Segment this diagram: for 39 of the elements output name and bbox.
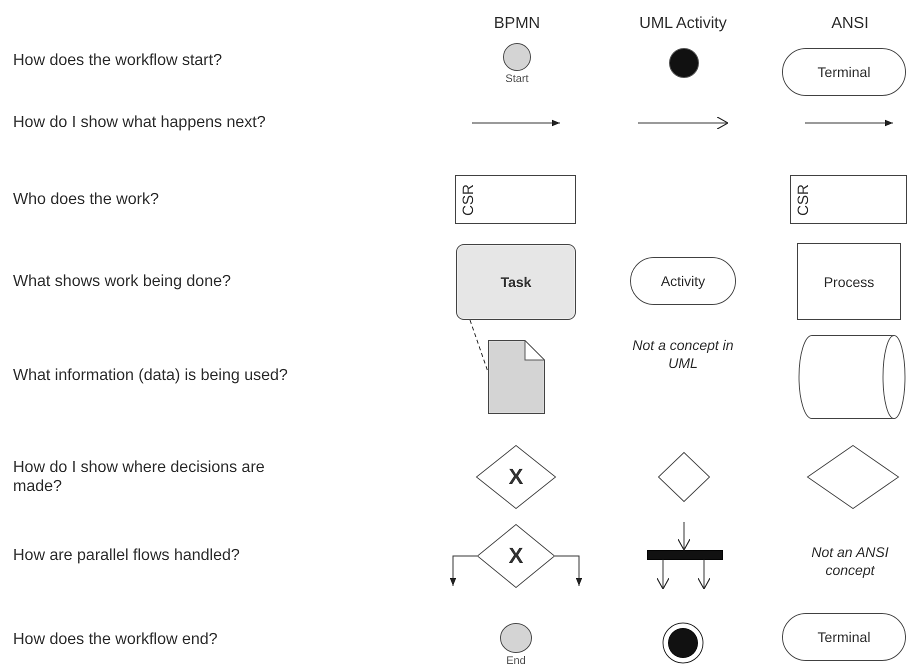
arrow [450, 556, 478, 586]
arrow [697, 560, 711, 590]
association-line [470, 320, 488, 372]
question-text: How does the workflow start? [13, 51, 222, 70]
note-text: Not an ANSI concept [810, 543, 890, 579]
terminal-shape [630, 257, 736, 305]
task-box [456, 244, 576, 320]
question-text: What shows work being done? [13, 272, 231, 291]
shape-label: Terminal [818, 629, 870, 645]
shape-label: Terminal [818, 64, 870, 80]
swimlane [790, 175, 907, 224]
gateway-diamond [477, 524, 555, 588]
column-heading: UML Activity [639, 14, 727, 33]
caption-text: End [506, 655, 526, 667]
gateway-marker: X [508, 543, 524, 569]
column-heading: BPMN [494, 14, 540, 33]
terminal-shape [782, 613, 906, 661]
note-text: Not a concept in UML [631, 336, 735, 372]
arrow [554, 556, 582, 586]
caption-text: Start [505, 73, 529, 85]
question-text: How does the workflow end? [13, 630, 218, 649]
lane-label: CSR [795, 184, 812, 216]
lane-label: CSR [460, 184, 477, 216]
column-heading: ANSI [831, 14, 869, 33]
shape-label: Process [824, 274, 874, 290]
arrow [656, 560, 670, 590]
swimlane [455, 175, 576, 224]
shape-label: Task [500, 274, 532, 290]
question-text: Who does the work? [13, 190, 159, 209]
process-box [797, 243, 901, 320]
question-text: How are parallel flows handled? [13, 546, 240, 565]
question-text: What information (data) is being used? [13, 366, 288, 385]
arrow [677, 522, 691, 551]
terminal-shape [782, 48, 906, 96]
question-text: How do I show where decisions are made? [13, 458, 266, 496]
gateway-diamond [476, 445, 556, 509]
gateway-marker: X [508, 464, 524, 490]
shape-label: Activity [660, 273, 706, 289]
question-text: How do I show what happens next? [13, 113, 266, 132]
